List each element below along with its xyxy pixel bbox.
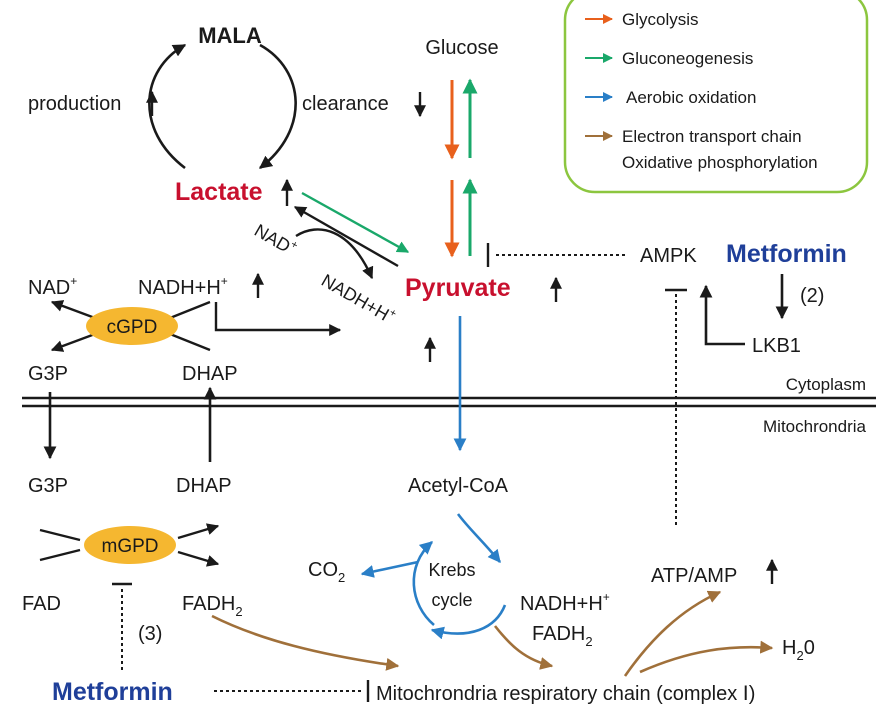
lactate-label: Lactate	[175, 178, 263, 206]
g3p-mito-label: G3P	[28, 475, 68, 497]
krebs-arc-left	[412, 541, 435, 626]
legend-etc-label-line1: Electron transport chain	[622, 127, 802, 146]
nadh-to-pyruvate-arrow	[214, 302, 342, 336]
clearance-label: clearance	[302, 93, 389, 115]
pyruvate-label: Pyruvate	[405, 274, 511, 302]
nadh-cyto-label: NADH+H+	[138, 274, 228, 299]
legend-box	[563, 0, 869, 194]
nad-cyto-label: NAD+	[28, 274, 77, 299]
cgpd-label: cGPD	[107, 317, 158, 338]
co2-label: CO2	[308, 559, 345, 585]
production-label: production	[28, 93, 121, 115]
krebs-label-2: cycle	[431, 590, 472, 610]
dhap-mito-label: DHAP	[176, 475, 232, 497]
clearance-arc	[258, 43, 297, 170]
krebs-to-chain-arrow	[493, 625, 554, 670]
step-2-label: (2)	[800, 285, 824, 307]
mgpd-in-lower-line	[39, 548, 81, 562]
fad-label: FAD	[22, 593, 61, 615]
nad-diag-label: NAD+	[251, 219, 300, 259]
fadh2-to-chain-arrow	[211, 614, 400, 671]
h2o-label: H20	[782, 637, 815, 663]
legend-aerobic-label: Aerobic oxidation	[626, 88, 756, 107]
fadh2-left-label: FADH2	[182, 593, 243, 619]
krebs-label-1: Krebs	[428, 560, 475, 580]
legend-etc-label-line2: Oxidative phosphorylation	[622, 153, 818, 172]
nadh-mito-label: NADH+H+	[520, 590, 610, 615]
lactate-to-pyruvate-green	[301, 191, 410, 254]
nad-conversion-arc	[295, 228, 374, 280]
legend-gluconeogenesis-label: Gluconeogenesis	[622, 49, 753, 68]
cytoplasm-label: Cytoplasm	[786, 375, 866, 394]
acetylcoa-to-krebs-arrow	[456, 513, 502, 564]
cgpd-enzyme	[86, 307, 178, 345]
mgpd-enzyme	[84, 526, 176, 564]
dhap-to-cgpd-line	[169, 332, 211, 352]
mala-label: MALA	[198, 23, 262, 48]
krebs-to-co2-arrow	[360, 560, 419, 578]
nadh-diag-label: NADH+H+	[318, 269, 399, 328]
cgpd-to-g3p-arrow	[50, 332, 96, 352]
lkb1-to-ampk-arrow	[699, 284, 745, 346]
production-arc	[148, 43, 187, 170]
lkb1-label: LKB1	[752, 335, 801, 357]
mgpd-in-left-line	[39, 528, 81, 542]
ampk-label: AMPK	[640, 245, 697, 267]
krebs-arc-bottom	[430, 604, 507, 640]
legend-glycolysis-label: Glycolysis	[622, 10, 699, 29]
metformin-bottom-label: Metformin	[52, 678, 173, 706]
atp-amp-label: ATP/AMP	[651, 565, 737, 587]
metformin-top-label: Metformin	[726, 240, 847, 268]
step-3-label: (3)	[138, 623, 162, 645]
dhap-cyto-label: DHAP	[182, 363, 238, 385]
legend: Glycolysis Gluconeogenesis Aerobic oxida…	[563, 0, 869, 194]
mgpd-label: mGPD	[102, 536, 159, 557]
glucose-label: Glucose	[425, 37, 498, 59]
g3p-cyto-label: G3P	[28, 363, 68, 385]
chain-to-atp-arrow	[623, 590, 722, 677]
mitochondria-label: Mitochrondria	[763, 417, 867, 436]
cgpd-to-nad-arrow	[50, 300, 96, 320]
fadh2-right-label: FADH2	[532, 623, 593, 649]
mgpd-to-dhap-arrow	[177, 523, 220, 540]
respiratory-chain-label: Mitochrondria respiratory chain (complex…	[376, 683, 755, 705]
nadh-to-cgpd-line	[169, 300, 211, 320]
pyruvate-to-lactate-black	[293, 205, 399, 268]
mgpd-to-fadh2-arrow	[177, 550, 220, 567]
acetyl-coa-label: Acetyl-CoA	[408, 475, 509, 497]
chain-to-h2o-arrow	[639, 640, 774, 674]
